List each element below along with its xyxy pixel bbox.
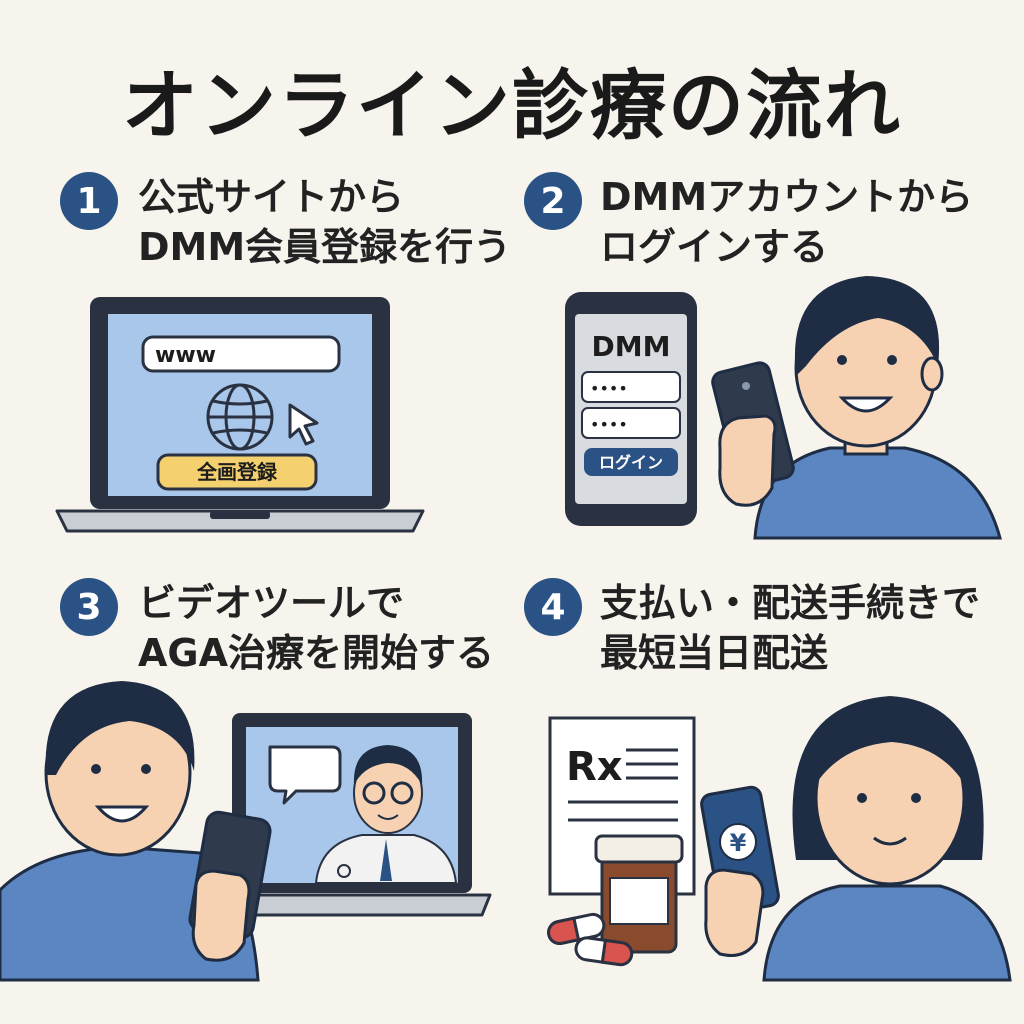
person-login [711,276,1002,540]
step-2-line-2: ログインする [600,225,829,269]
username-field [581,371,681,403]
step-1-text: 公式サイトから DMM会員登録を行う [138,172,511,272]
pill-bottle-icon [594,834,684,954]
person-video-hand [191,869,251,962]
doctor-tie [380,839,392,881]
step-4-line-2: 最短当日配送 [600,631,829,675]
person-delivery-eye-right [911,793,921,803]
cursor-icon [288,403,319,446]
capsule-icon [547,912,606,946]
doctor-hair [353,745,423,785]
yen-symbol: ¥ [730,829,747,857]
step-1-line-2: DMM会員登録を行う [138,225,512,269]
speech-bubble-icon [268,745,342,805]
page-title: オンライン診療の流れ [122,61,902,150]
pill-bottle-cap [594,834,684,864]
person-delivery: ¥ [700,696,1012,982]
step-1-number: 1 [60,172,118,230]
signup-button [156,453,318,491]
step-4-number: 4 [524,578,582,636]
dmm-brand-text: DMM [592,330,671,363]
signup-button-label: 全画登録 [196,460,278,484]
person-login-hair [794,276,940,376]
doctor-avatar [314,745,458,884]
step-2-line-1: DMMアカウントから [600,175,974,219]
person-video-eye-right [141,764,151,774]
step-3-line-2: AGA治療を開始する [138,631,495,675]
capsule-icon-2 [574,936,634,967]
step-3-line-1: ビデオツールで [138,581,405,625]
person-video-mouth [94,805,150,823]
person-video [0,681,272,982]
globe-icon [206,383,274,451]
step-2-number: 2 [524,172,582,230]
person-video-eye-left [91,764,101,774]
url-bar [141,335,341,373]
person-login-ear [920,356,944,392]
video-call-illustration [0,681,492,982]
phone-login-illustration: DMM •••• •••• ログイン [565,276,1002,540]
prescription-symbol: Rx [566,744,623,790]
person-login-eye-right [887,355,897,365]
url-text: www [155,343,216,368]
person-delivery-eye-left [857,793,867,803]
password-dots: •••• [590,415,628,434]
step-2-text: DMMアカウントから ログインする [600,172,973,272]
person-login-eye-left [837,355,847,365]
person-delivery-mouth [873,836,907,846]
step-3-text: ビデオツールで AGA治療を開始する [138,578,494,678]
person-delivery-bangs [812,712,968,790]
person-login-mouth [838,396,894,413]
stethoscope-icon [337,864,351,878]
step-3-number: 3 [60,578,118,636]
step-4-text: 支払い・配送手続きで 最短当日配送 [600,578,980,678]
step-1-line-1: 公式サイトから [138,175,405,219]
username-dots: •••• [590,379,628,398]
laptop-signup-illustration: www 全画登録 [55,297,425,533]
yen-icon [719,823,757,861]
person-video-hair [45,681,195,775]
password-field [581,407,681,439]
person-delivery-face [814,710,966,886]
laptop-base [55,509,425,533]
person-delivery-hand [704,868,765,957]
person-login-hand [718,414,777,507]
laptop-trackpad-notch [210,511,270,519]
doctor-glasses-left [362,781,386,805]
person-delivery-shirt [762,884,1012,982]
doctor-glasses-right [390,781,414,805]
delivery-illustration: Rx ¥ [547,696,1012,982]
login-button [584,448,678,476]
step-4-line-1: 支払い・配送手続きで [600,581,981,625]
handheld-phone-camera [742,382,750,390]
pill-bottle-label [609,877,669,925]
login-button-label: ログイン [599,453,663,472]
doctor-mouth [377,814,399,820]
